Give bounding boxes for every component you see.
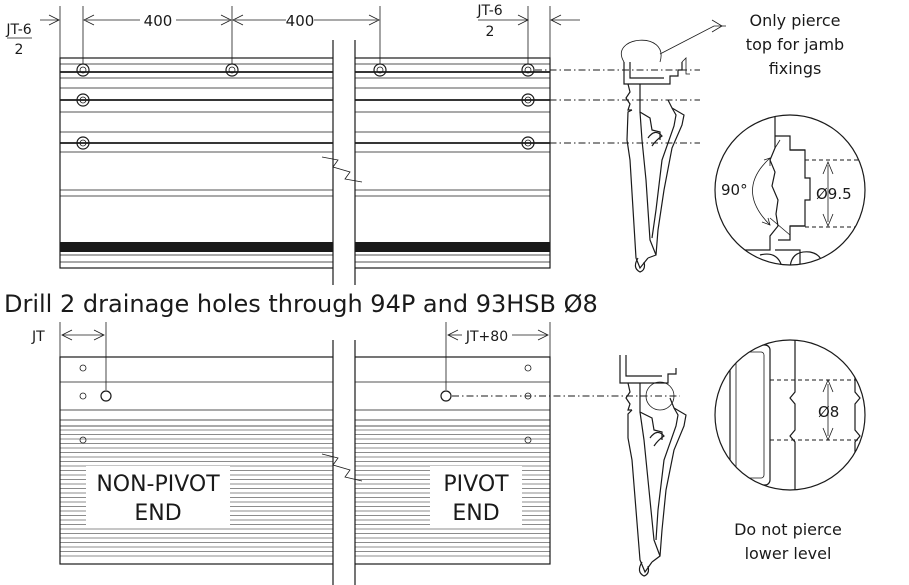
dim-left-end-denominator: 2	[15, 42, 24, 58]
drain-hole	[524, 436, 532, 444]
fixing-hole	[373, 63, 387, 77]
top-hole-detail: 90° Ø9.5	[714, 114, 866, 266]
drain-hole	[100, 390, 112, 402]
note-pierce-line-1: Only pierce	[749, 11, 840, 30]
pierce-top-note: Only pierce top for jamb fixings	[659, 11, 844, 78]
note-pierce-line-3: fixings	[769, 59, 822, 78]
pivot-label-line-2: END	[452, 501, 499, 526]
fixing-hole	[76, 136, 90, 150]
dim-bottom-jt-80: JT+80	[465, 329, 508, 345]
bottom-dimensions: JT JT+80	[31, 322, 551, 390]
top-projection-lines	[535, 69, 700, 144]
fixing-hole	[76, 63, 90, 77]
fixing-hole	[225, 63, 239, 77]
note-no-pierce-line-1: Do not pierce	[734, 520, 842, 539]
dim-400-right: 400	[286, 12, 315, 30]
top-dimensions: 400 400 JT-6 2 JT-6 2	[5, 3, 580, 64]
drain-hole	[524, 364, 532, 372]
fixing-hole	[521, 63, 535, 77]
drain-hole	[79, 392, 87, 400]
top-section-profile	[621, 39, 690, 273]
non-pivot-label-line-2: END	[134, 501, 181, 526]
note-pierce-line-2: top for jamb	[746, 35, 844, 54]
drainage-instruction: Drill 2 drainage holes through 94P and 9…	[4, 290, 598, 318]
top-panel-elevation	[59, 40, 551, 285]
pivot-label-line-1: PIVOT	[443, 472, 509, 497]
bottom-panel-elevation	[59, 340, 551, 585]
bottom-hole-detail: Ø8	[714, 339, 866, 491]
dim-left-end-numerator: JT-6	[5, 22, 31, 38]
non-pivot-label-line-1: NON-PIVOT	[96, 472, 220, 497]
fixing-hole	[521, 93, 535, 107]
dim-400-left: 400	[144, 12, 173, 30]
angle-label: 90°	[721, 181, 748, 199]
dim-right-end-numerator: JT-6	[476, 3, 502, 19]
top-hole-diameter: Ø9.5	[816, 185, 852, 203]
fixing-hole	[76, 93, 90, 107]
fixing-hole	[521, 136, 535, 150]
note-no-pierce-line-2: lower level	[745, 544, 832, 563]
dim-right-end-denominator: 2	[486, 24, 495, 40]
dim-bottom-jt: JT	[31, 329, 45, 345]
bottom-hole-diameter: Ø8	[818, 403, 839, 421]
drain-hole	[79, 364, 87, 372]
drain-hole	[79, 436, 87, 444]
drain-hole	[440, 390, 452, 402]
bottom-section-profile	[619, 355, 687, 577]
